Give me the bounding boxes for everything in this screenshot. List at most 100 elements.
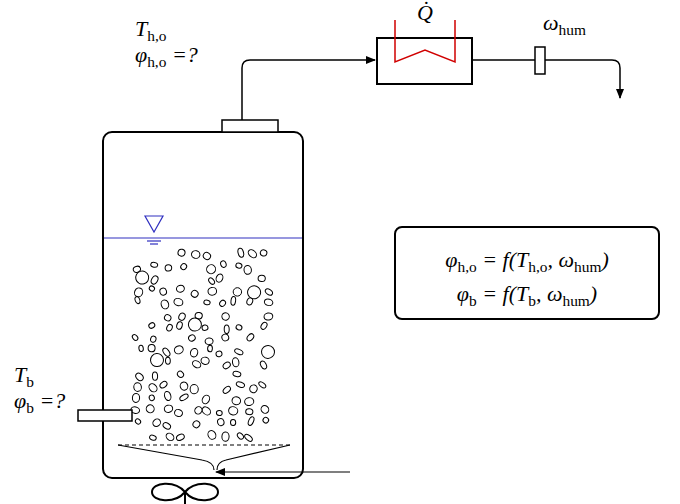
bubble [234, 348, 244, 356]
bubble [236, 432, 244, 441]
bubble [175, 433, 185, 442]
bubble [176, 370, 185, 379]
bubble [261, 345, 275, 359]
bubble [191, 359, 202, 369]
bubble [244, 265, 252, 275]
bubble [165, 432, 176, 442]
bubble [246, 297, 254, 306]
bubble [173, 344, 184, 355]
bubble [148, 322, 156, 330]
bubble [222, 385, 232, 394]
level-symbol-line [147, 240, 161, 241]
bubble [218, 299, 226, 307]
bubble [160, 299, 170, 310]
bubble [145, 403, 156, 414]
bubble [149, 434, 157, 441]
bubble [162, 421, 172, 430]
bubble [138, 345, 143, 352]
bubbles [130, 248, 275, 443]
bubble [200, 356, 210, 365]
bubble [220, 260, 227, 268]
bubble [245, 408, 253, 415]
bubble [244, 433, 254, 442]
humidity-label: φh,o =? [135, 44, 198, 69]
bubble [206, 429, 217, 440]
bubble [132, 265, 141, 273]
sparger-plate [118, 444, 290, 445]
bubble [166, 323, 174, 331]
temperature-label: Th,o [135, 18, 167, 43]
bubble [165, 265, 172, 272]
bubble [247, 248, 258, 259]
gas-outlet-pipe [242, 60, 375, 120]
bubble [177, 248, 185, 256]
bubble [235, 381, 245, 389]
bubble [179, 393, 189, 402]
bubble [163, 391, 172, 402]
bubble [190, 385, 198, 394]
bubble [228, 406, 239, 417]
bubble [189, 348, 198, 358]
bubble [247, 416, 255, 426]
heater-box [377, 38, 472, 84]
bubble [187, 334, 196, 343]
bubble [216, 410, 222, 415]
bubble [173, 297, 184, 306]
bubble [133, 287, 144, 299]
bubble [207, 345, 212, 352]
bubble [132, 393, 140, 402]
bubble [134, 372, 144, 382]
bubble [237, 248, 245, 258]
bubble [235, 324, 242, 331]
bubble [260, 321, 269, 330]
bubble [165, 357, 170, 364]
bubble [231, 396, 242, 406]
heat-flow-label: Q̇ [417, 2, 433, 24]
bubble [191, 250, 201, 259]
vessel [103, 132, 303, 478]
bubble [150, 275, 159, 285]
bubble [159, 380, 168, 389]
level-symbol [145, 216, 163, 232]
bubble [260, 404, 271, 415]
bubble [162, 347, 172, 358]
bubble [174, 408, 184, 417]
bubble [221, 333, 230, 342]
bubble [208, 277, 216, 285]
level-symbol-line [150, 243, 158, 244]
bubble [180, 263, 188, 271]
bubble [258, 275, 265, 282]
bubble [202, 324, 209, 331]
bubble [264, 288, 274, 297]
bubble [262, 416, 270, 424]
heating-element [395, 20, 455, 62]
bubble [217, 418, 225, 427]
bubble [150, 336, 157, 343]
bubble [260, 249, 268, 257]
bubble [176, 284, 186, 293]
bubble [176, 321, 183, 330]
bubble [264, 298, 274, 307]
top-nozzle [222, 120, 278, 132]
bubble [134, 296, 141, 304]
bubble [233, 288, 241, 296]
gas-inlet [216, 471, 350, 472]
bubble [203, 300, 210, 306]
bubble [246, 333, 255, 343]
bubble [164, 404, 174, 413]
bubble [232, 371, 241, 378]
bubble [148, 351, 166, 369]
bubble [205, 263, 218, 276]
bubble [205, 338, 214, 345]
bubble [224, 325, 229, 334]
bubble [178, 312, 187, 321]
equation: φh,o = f(Th,o, ωhum) [396, 248, 658, 276]
sparger-funnel [118, 445, 290, 470]
humidity-sensor [535, 47, 545, 74]
bubble [201, 394, 211, 405]
bubble [159, 287, 167, 296]
bubble [131, 334, 139, 342]
bubble [147, 382, 158, 393]
stirrer-shaft [184, 492, 186, 504]
bubble [163, 314, 172, 322]
